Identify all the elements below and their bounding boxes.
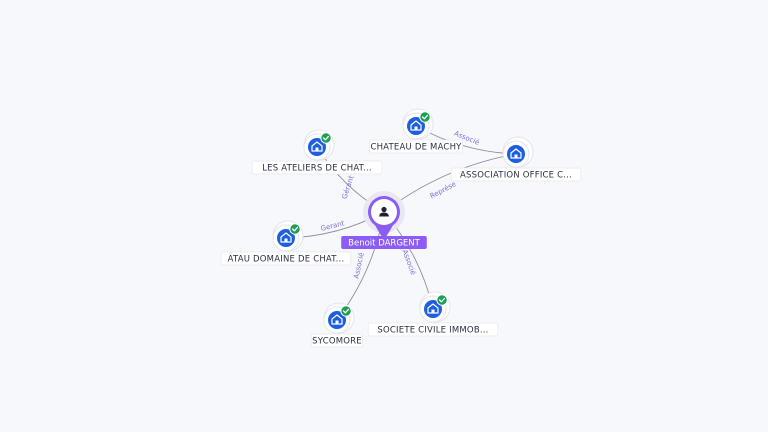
company-node[interactable]: LES ATELIERS DE CHAT... (251, 129, 383, 175)
building-icon (410, 120, 422, 131)
node-label: SOCIETE CIVILE IMMOB... (377, 326, 488, 336)
company-node[interactable]: CHATEAU DE MACHY (368, 108, 463, 154)
verified-check-icon (340, 305, 352, 317)
company-icon-bg (507, 145, 525, 163)
center-label-bg (341, 236, 427, 249)
company-node[interactable]: SYCOMORE (310, 302, 364, 348)
edge-label: Représe (429, 180, 458, 200)
node-label: CHATEAU DE MACHY (370, 143, 462, 153)
node-label: SYCOMORE (312, 337, 362, 347)
node-label-bg (251, 160, 383, 175)
company-node[interactable]: ATAU DOMAINE DE CHAT... (220, 220, 352, 266)
nodes-layer: LES ATELIERS DE CHAT... CHATEAU DE MACHY A… (220, 108, 582, 348)
verified-check-icon (320, 132, 332, 144)
node-label: ASSOCIATION OFFICE C... (460, 171, 572, 181)
node-label-bg (367, 322, 499, 337)
node-label-bg (220, 251, 352, 266)
node-label: LES ATELIERS DE CHAT... (262, 164, 372, 174)
person-icon (379, 206, 389, 217)
node-label: ATAU DOMAINE DE CHAT... (228, 255, 345, 265)
center-node[interactable]: Benoit DARGENT (341, 191, 427, 249)
node-label-bg (368, 139, 463, 154)
verified-check-icon (436, 294, 448, 306)
verified-check-icon (419, 111, 431, 123)
company-node[interactable]: SOCIETE CIVILE IMMOB... (367, 291, 499, 337)
node-label-bg (450, 167, 582, 182)
center-label: Benoit DARGENT (348, 239, 420, 249)
edge-label: Gerant (320, 219, 346, 233)
building-icon (311, 141, 323, 152)
verified-check-icon (289, 223, 301, 235)
node-label-bg (310, 333, 364, 348)
edge-label: Associé (401, 249, 418, 277)
building-icon (427, 303, 439, 314)
edge-label: Gérant (341, 174, 356, 200)
building-icon (510, 148, 522, 159)
building-icon (280, 232, 292, 243)
company-node[interactable]: ASSOCIATION OFFICE C... (450, 136, 582, 182)
building-icon (331, 314, 343, 325)
